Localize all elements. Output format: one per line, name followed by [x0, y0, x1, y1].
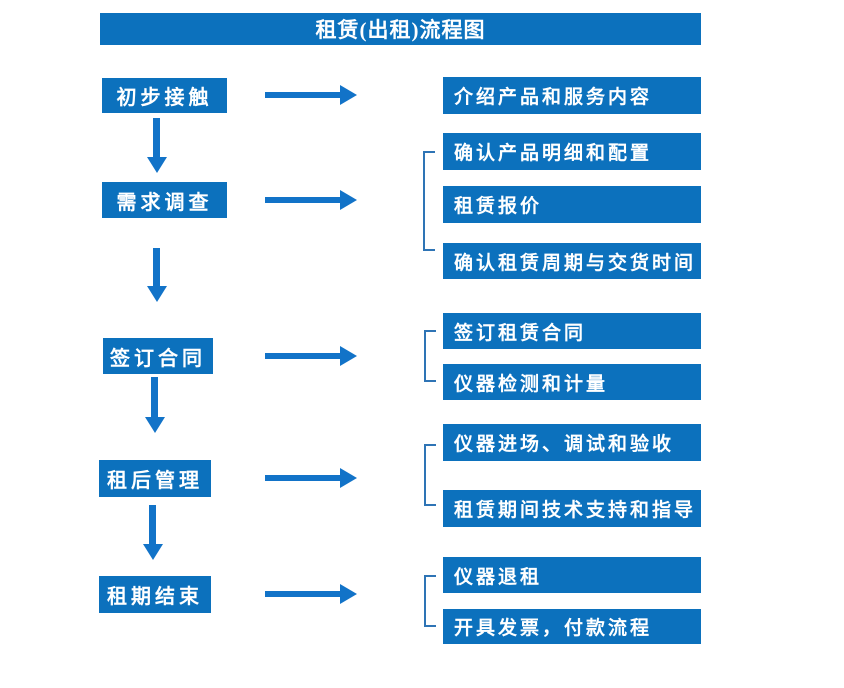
group-bracket-post-rental — [424, 444, 436, 506]
detail-box-confirm-period-delivery: 确认租赁周期与交货时间 — [443, 243, 701, 279]
step-box-demand-survey: 需求调查 — [102, 182, 227, 218]
arrow-down-icon — [151, 377, 158, 417]
arrow-right-icon — [265, 197, 340, 203]
step-box-initial-contact: 初步接触 — [102, 78, 227, 113]
arrow-down-icon — [153, 248, 160, 286]
detail-box-rental-quotation: 租赁报价 — [443, 186, 701, 223]
group-bracket-sign-contract — [424, 330, 436, 382]
arrow-right-icon — [265, 353, 340, 359]
arrow-right-icon — [265, 92, 340, 98]
detail-box-invoice-payment: 开具发票，付款流程 — [443, 609, 701, 644]
detail-box-technical-support: 租赁期间技术支持和指导 — [443, 490, 701, 527]
detail-box-sign-rental-contract: 签订租赁合同 — [443, 313, 701, 349]
detail-box-instrument-return: 仪器退租 — [443, 557, 701, 593]
arrow-right-icon — [265, 591, 340, 597]
arrow-down-icon — [153, 118, 160, 157]
group-bracket-lease-end — [424, 575, 436, 627]
flowchart-title: 租赁(出租)流程图 — [100, 13, 701, 45]
step-box-sign-contract: 签订合同 — [103, 338, 213, 374]
detail-box-confirm-product-details: 确认产品明细和配置 — [443, 133, 701, 170]
detail-box-instrument-entry-acceptance: 仪器进场、调试和验收 — [443, 424, 701, 461]
group-bracket-demand-survey — [423, 151, 435, 251]
detail-box-instrument-testing: 仪器检测和计量 — [443, 364, 701, 400]
arrow-right-icon — [265, 475, 340, 481]
step-box-post-rental-management: 租后管理 — [99, 460, 211, 497]
step-box-lease-end: 租期结束 — [99, 576, 211, 613]
detail-box-introduce-products-services: 介绍产品和服务内容 — [443, 77, 701, 114]
arrow-down-icon — [149, 505, 156, 544]
